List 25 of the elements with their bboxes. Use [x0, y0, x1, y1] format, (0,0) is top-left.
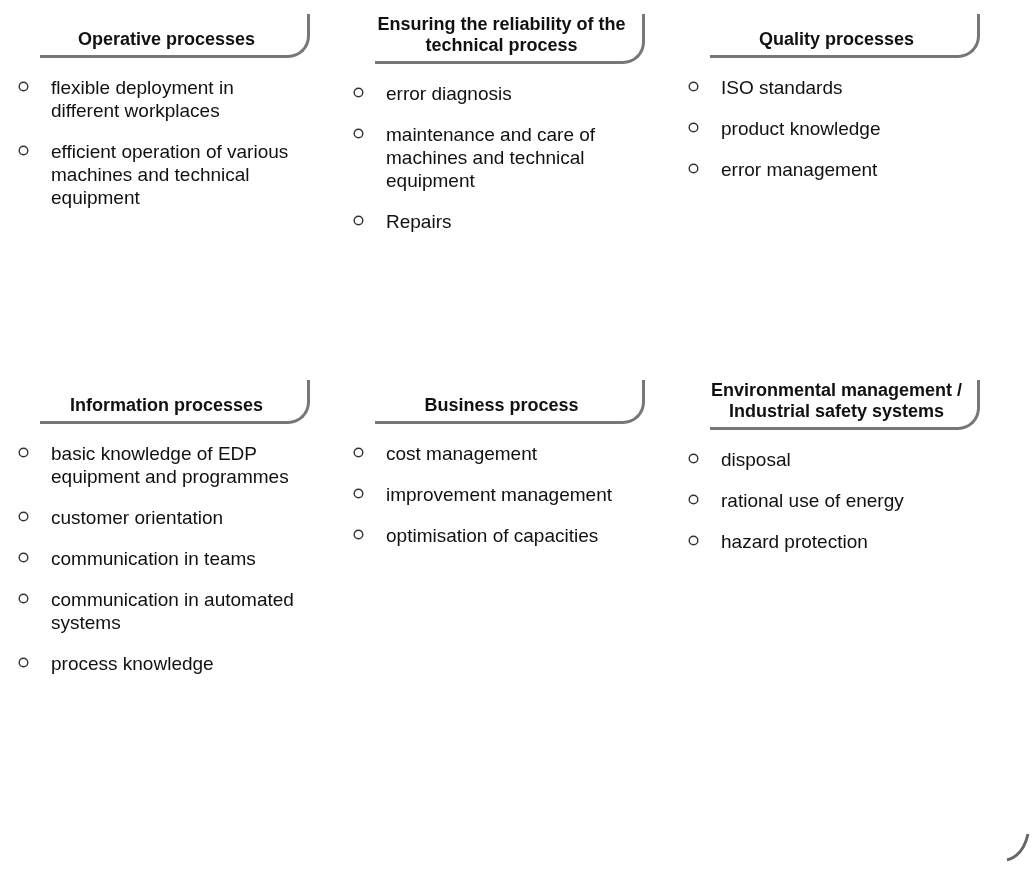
list-item-text: process knowledge: [51, 652, 215, 675]
list-item-text: error diagnosis: [386, 82, 513, 105]
list-item-text: optimisation of capacities: [386, 524, 600, 547]
list-item-text: error management: [721, 158, 879, 181]
list-item-text: maintenance and care of machines and technical equipment: [386, 123, 597, 192]
heading-band: Operative processes: [40, 14, 310, 58]
list-item-text: flexible deployment in different workplaces: [51, 76, 235, 122]
heading-band: Business process: [375, 380, 645, 424]
list-item-text: ISO standards: [721, 76, 844, 99]
list-item-text: cost management: [386, 442, 539, 465]
list-item-text: customer orientation: [51, 506, 225, 529]
list-item-text: rational use of energy: [721, 489, 905, 512]
heading-band: Quality processes: [710, 14, 980, 58]
list-item-text: communication in automated systems: [51, 588, 295, 634]
list-item-text: hazard protection: [721, 530, 869, 553]
list-item-text: basic knowledge of EDP equipment and programmes: [51, 442, 290, 488]
list-item-text: improvement management: [386, 483, 613, 506]
list-item-text: product knowledge: [721, 117, 882, 140]
list-item-text: efficient operation of various machines and technical equipment: [51, 140, 290, 209]
list-item-text: Repairs: [386, 210, 453, 233]
heading-band: Information processes: [40, 380, 310, 424]
heading-band: Environmental management / Industrial safety systems: [710, 380, 980, 430]
list-item-text: communication in teams: [51, 547, 257, 570]
list-item-text: disposal: [721, 448, 792, 471]
heading-band: Ensuring the reliability of the technical process: [375, 14, 645, 64]
